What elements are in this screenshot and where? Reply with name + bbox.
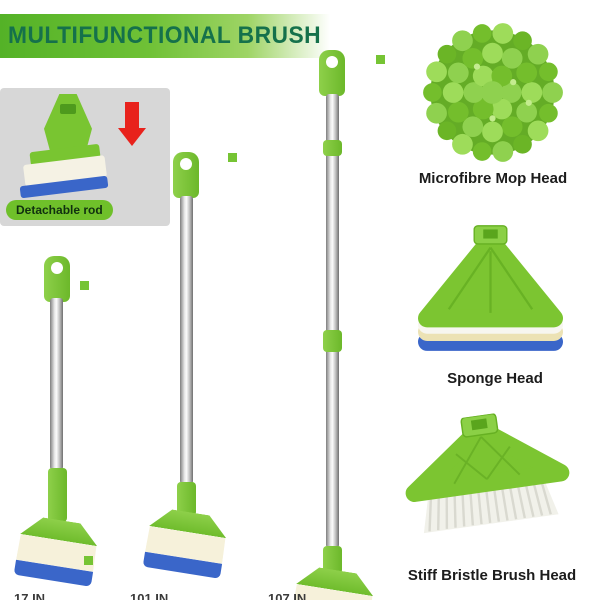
detachable-rod-inset: Detachable rod	[0, 88, 170, 226]
brush-short-pole	[50, 298, 63, 470]
brush-tall-joint	[323, 546, 342, 574]
down-arrow-head	[118, 128, 146, 146]
brush-medium-joint	[177, 482, 196, 516]
marker-square	[84, 556, 93, 565]
brush-medium-hang-hole	[180, 158, 192, 170]
marker-square	[80, 281, 89, 290]
measurement-tall: 107 IN	[268, 591, 307, 600]
brush-medium-head	[142, 506, 230, 579]
down-arrow-icon	[118, 102, 146, 150]
brush-short-grip	[48, 468, 67, 522]
stiff-bristle-brush-head-image	[405, 413, 570, 534]
marker-square	[376, 55, 385, 64]
microfibre-mop-head-image	[423, 23, 563, 162]
inset-handle-slot	[60, 104, 76, 114]
measurement-short: 17 IN	[14, 591, 46, 600]
brush-short-handle	[44, 256, 70, 302]
brush-tall-handle	[319, 50, 345, 96]
title-banner: MULTIFUNCTIONAL BRUSH	[0, 14, 330, 58]
sponge-head-label: Sponge Head	[447, 370, 543, 387]
brush-tall-lock-collar	[323, 330, 342, 352]
stiff-bristle-brush-head-label: Stiff Bristle Brush Head	[407, 567, 577, 584]
sponge-head-image	[418, 225, 563, 351]
brush-tall-upper-collar	[323, 140, 342, 156]
brush-short-hang-hole	[51, 262, 63, 274]
brush-tall-hang-hole	[326, 56, 338, 68]
brush-medium-pole	[180, 196, 193, 484]
brush-tall-pole	[326, 94, 339, 548]
brush-short-head	[13, 514, 101, 587]
page-title: MULTIFUNCTIONAL BRUSH	[8, 22, 322, 49]
marker-square	[228, 153, 237, 162]
down-arrow-shaft	[125, 102, 139, 128]
measurement-medium: 101 IN	[130, 591, 169, 600]
brush-medium-handle	[173, 152, 199, 198]
inset-brush-handle	[44, 94, 92, 150]
microfibre-mop-head-label: Microfibre Mop Head	[418, 170, 568, 187]
detachable-rod-label: Detachable rod	[6, 200, 113, 220]
